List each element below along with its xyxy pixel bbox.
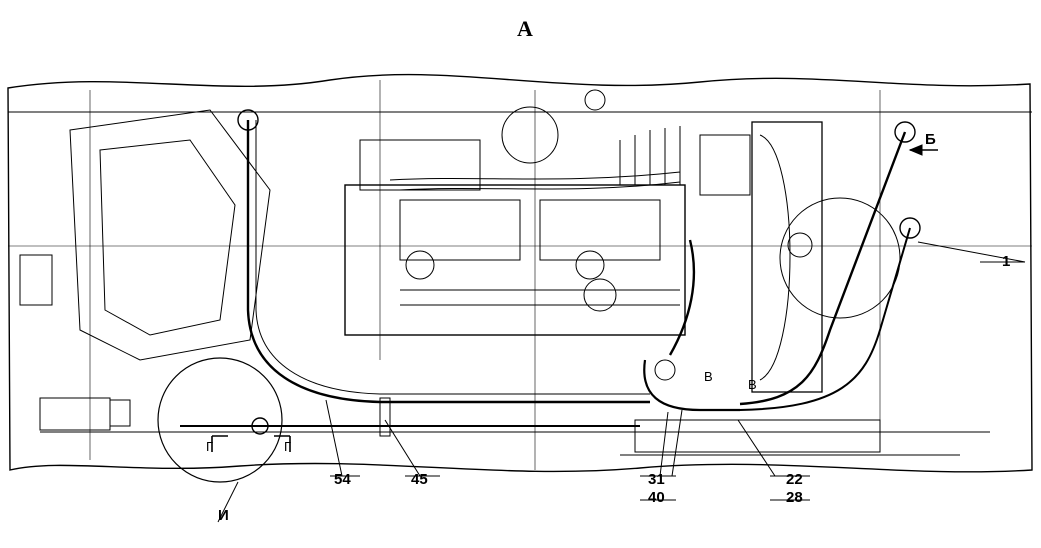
callout-28: 28 (786, 489, 803, 506)
section-mark-mid-left: В (704, 369, 713, 384)
callout-31: 31 (648, 471, 665, 488)
callout-54: 54 (334, 471, 351, 488)
detail-circle-label: И (218, 507, 229, 524)
section-mark-left: Г (206, 439, 214, 454)
engine-block (344, 184, 686, 336)
coolant-hose-left (246, 120, 650, 404)
detail-circle (157, 357, 283, 483)
view-arrow-label: Б (925, 131, 936, 148)
gearbox-housing (69, 109, 271, 361)
section-mark-mid-right: В (748, 377, 757, 392)
frame-outline (7, 73, 1033, 473)
view-title: А (517, 16, 533, 41)
radiator (751, 121, 823, 393)
callout-40: 40 (648, 489, 665, 506)
coolant-hose-right (739, 131, 907, 406)
callout-1: 1 (1002, 253, 1011, 270)
callout-45: 45 (411, 471, 428, 488)
section-mark-right: Г (284, 439, 292, 454)
callout-22: 22 (786, 471, 803, 488)
